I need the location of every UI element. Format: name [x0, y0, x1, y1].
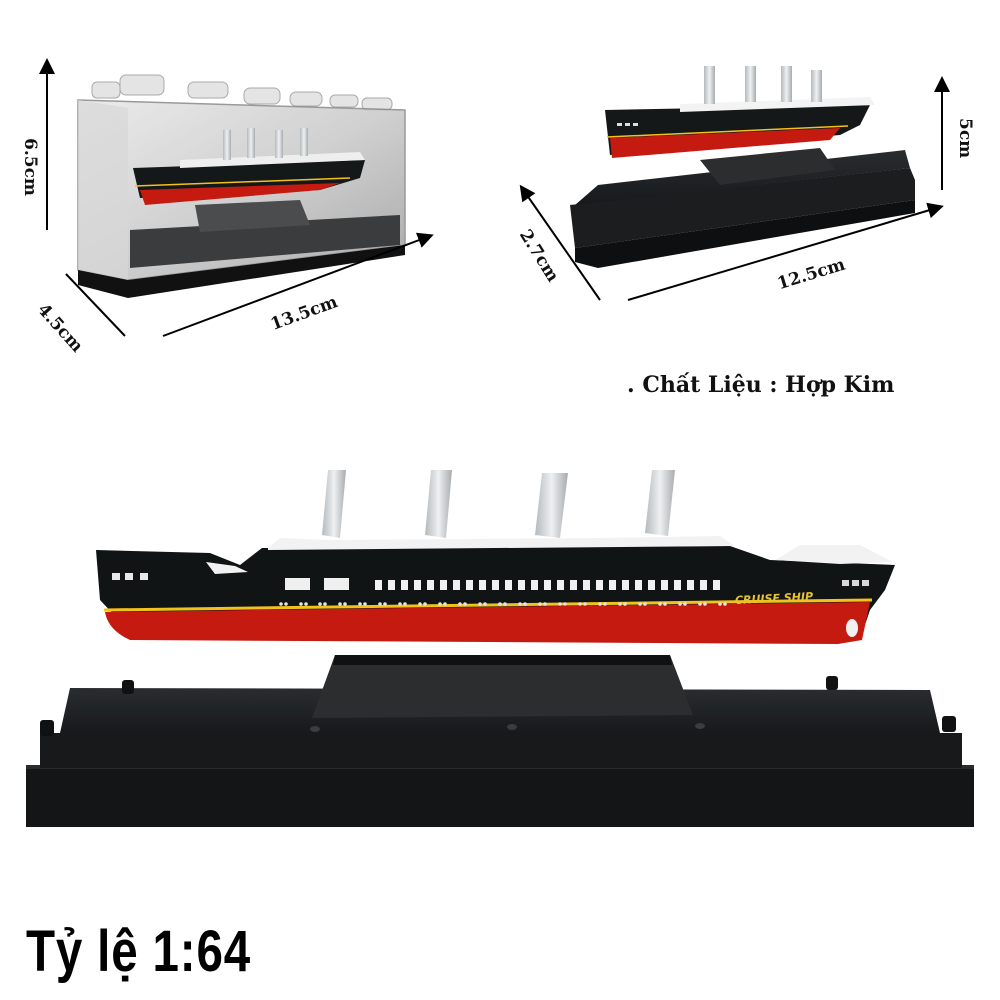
- stand-height-label: 5cm: [955, 118, 975, 159]
- scale-label: Tỷ lệ 1:64: [26, 919, 251, 984]
- case-height-label: 6.5cm: [20, 138, 40, 196]
- material-label: . Chất Liệu : Hợp Kim: [627, 372, 895, 398]
- display-case-image: [77, 74, 406, 298]
- main-ship-model-image: [26, 470, 974, 827]
- depth-line-case: [65, 273, 126, 337]
- depth-arrow-stand: [519, 184, 601, 301]
- length-arrow-case: [162, 232, 434, 337]
- length-arrow-stand: [627, 202, 944, 301]
- ship-on-stand-image: [570, 66, 915, 268]
